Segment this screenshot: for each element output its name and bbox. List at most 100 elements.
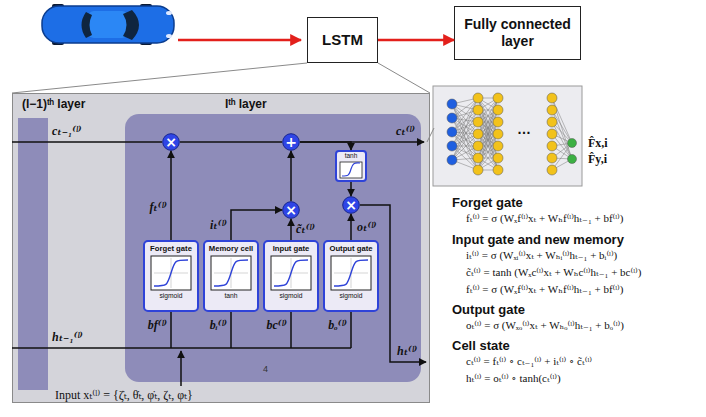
operator-circle: × [282, 201, 300, 219]
text-slot: fₜ⁽ˡ⁾ = σ (Wₓf⁽ˡ⁾xₜ + Wₕf⁽ˡ⁾hₜ₋₁ + bf⁽ˡ⁾… [466, 212, 623, 225]
network-panel [433, 86, 582, 186]
node-subtext: tanh [205, 292, 257, 300]
text-slot: cₜ₋₁⁽ˡ⁾ [52, 124, 81, 138]
activation-box: tanh [335, 150, 367, 182]
text-slot: sigmoid [145, 292, 197, 300]
text-slot: bᵢ⁽ˡ⁾ [210, 318, 227, 332]
text-slot: F̂y,i [588, 152, 607, 166]
text-slot: Input xₜ⁽ˡ⁾ = {ζ̇ₜ, θ̇ₜ, φ̇ₜ, ζₜ, φₜ} [55, 388, 193, 402]
text-slot: Cell state [452, 338, 510, 354]
equation-text: oₜ⁽ˡ⁾ = σ (Wₓₒ⁽ˡ⁾xₜ + Wₕₒ⁽ˡ⁾hₜ₋₁ + bₒ⁽ˡ⁾… [466, 319, 624, 332]
equation-text: hₜ⁽ˡ⁾ = oₜ⁽ˡ⁾ ∘ tanh(cₜ⁽ˡ⁾) [466, 372, 561, 385]
label-text: fₜ⁽ˡ⁾ [149, 200, 167, 214]
node-text: × [342, 198, 360, 212]
equation-text: Input gate and new memory [452, 232, 624, 248]
node-text: × [282, 203, 300, 217]
label-text: cₜ₋₁⁽ˡ⁾ [52, 124, 81, 138]
connector-arrow [350, 214, 352, 240]
text-slot: bₒ⁽ˡ⁾ [328, 318, 347, 332]
label-text: bc⁽ˡ⁾ [266, 318, 287, 332]
label-text: iₜ⁽ˡ⁾ [210, 218, 227, 232]
label-text: c̃ₜ⁽ˡ⁾ [296, 222, 315, 236]
text-slot: × [342, 198, 360, 212]
node-text: Fully connected layer [461, 16, 574, 50]
text-slot: Output gate [452, 302, 525, 318]
label-text: hₜ⁽ˡ⁾ [397, 344, 417, 358]
gate-box: Memory cell tanh [203, 240, 259, 312]
label-text: cₜ⁽ˡ⁾ [396, 124, 415, 138]
text-slot: × [282, 203, 300, 217]
network-lines [452, 98, 572, 170]
node-subtext: sigmoid [145, 292, 197, 300]
layer-band: (l−1)ᵗʰ layer [18, 118, 48, 390]
label-text: bᵢ⁽ˡ⁾ [210, 318, 227, 332]
node-subtext: sigmoid [325, 292, 377, 300]
label-text: F̂y,i [588, 152, 607, 166]
equation-text: fₜ⁽ˡ⁾ = σ (Wₓf⁽ˡ⁾xₜ + Wₕf⁽ˡ⁾hₜ₋₁ + bf⁽ˡ⁾… [466, 283, 623, 296]
text-slot: 4 [263, 364, 268, 375]
text-slot: F̂x,i [588, 136, 608, 150]
network-nodes [447, 93, 577, 175]
zoom-panel: 4 (l−1)ᵗʰ layer lᵗʰ layerForget gate sigmoi… [12, 93, 430, 403]
text-slot: iₜ⁽ˡ⁾ [210, 218, 227, 232]
text-slot: LSTM [308, 31, 377, 49]
input-arrow [178, 39, 301, 42]
label-text: hₜ₋₁⁽ˡ⁾ [52, 330, 83, 344]
node-text: Memory cell [205, 244, 257, 253]
node-text: LSTM [308, 31, 377, 49]
equation-text: Forget gate [452, 195, 523, 211]
text-slot: sigmoid [265, 292, 317, 300]
text-slot: cₜ⁽ˡ⁾ [396, 124, 415, 138]
text-slot: lᵗʰ layer [225, 97, 267, 111]
label-text: Input xₜ⁽ˡ⁾ = {ζ̇ₜ, θ̇ₜ, φ̇ₜ, ζₜ, φₜ} [55, 388, 193, 402]
label-text: F̂x,i [588, 136, 608, 150]
label-text: oₜ⁽ˡ⁾ [357, 220, 377, 234]
process-box: LSTM [307, 17, 378, 63]
car-illustration [42, 4, 174, 45]
cell-wires [12, 142, 426, 386]
text-slot: Forget gate [452, 195, 523, 211]
node-text: Forget gate [145, 244, 197, 253]
text-slot: fₜ⁽ˡ⁾ = σ (Wₓf⁽ˡ⁾xₜ + Wₕf⁽ˡ⁾hₜ₋₁ + bf⁽ˡ⁾… [466, 283, 623, 296]
text-slot: sigmoid [325, 292, 377, 300]
text-slot: … [517, 121, 531, 138]
connector-arrow [231, 210, 282, 240]
layer-region: lᵗʰ layerForget gatesigmoidMemory cellta… [125, 114, 421, 382]
zoom-line [12, 63, 430, 93]
connector-arrow [350, 182, 352, 196]
text-slot: oₜ⁽ˡ⁾ = σ (Wₓₒ⁽ˡ⁾xₜ + Wₕₒ⁽ˡ⁾hₜ₋₁ + bₒ⁽ˡ⁾… [466, 319, 624, 332]
equation-text: c̃ₜ⁽ˡ⁾ = tanh (Wₓc⁽ˡ⁾xₜ + Wₕc⁽ˡ⁾hₜ₋₁ + b… [466, 266, 641, 279]
node-text: × [162, 135, 180, 149]
node-text: lᵗʰ layer [225, 97, 267, 111]
label-text: bf⁽ˡ⁾ [148, 318, 167, 332]
process-box: Fully connected layer [454, 6, 581, 60]
connector-arrow [290, 151, 292, 201]
text-slot: c̃ₜ⁽ˡ⁾ [296, 222, 315, 236]
equation-text: Output gate [452, 302, 525, 318]
text-slot: hₜ⁽ˡ⁾ = oₜ⁽ˡ⁾ ∘ tanh(cₜ⁽ˡ⁾) [466, 372, 561, 385]
text-slot: Forget gate [145, 244, 197, 253]
operator-circle: + [282, 133, 300, 151]
operator-circle: × [342, 196, 360, 214]
label-text: … [517, 121, 531, 138]
text-slot: Memory cell [205, 244, 257, 253]
text-slot: c̃ₜ⁽ˡ⁾ = tanh (Wₓc⁽ˡ⁾xₜ + Wₕc⁽ˡ⁾hₜ₋₁ + b… [466, 266, 641, 279]
node-text: Input gate [265, 244, 317, 253]
text-slot: bc⁽ˡ⁾ [266, 318, 287, 332]
text-slot: tanh [337, 152, 365, 160]
text-slot: Fully connected layer [461, 16, 574, 50]
connector-arrow [300, 142, 351, 150]
text-slot: Input gate [265, 244, 317, 253]
gate-box: Output gate sigmoid [323, 240, 379, 312]
equation-text: iₜ⁽ˡ⁾ = σ (Wₓᵢ⁽ˡ⁾xₜ + Wₕᵢ⁽ˡ⁾hₜ₋₁ + bᵢ⁽ˡ⁾… [466, 249, 617, 262]
node-subtext: sigmoid [265, 292, 317, 300]
equation-text: cₜ⁽ˡ⁾ = fₜ⁽ˡ⁾ ∘ cₜ₋₁⁽ˡ⁾ + iₜ⁽ˡ⁾ ∘ c̃ₜ⁽ˡ⁾ [466, 355, 592, 368]
text-slot: fₜ⁽ˡ⁾ [149, 200, 167, 214]
connector-arrow [290, 219, 292, 240]
label-text: bₒ⁽ˡ⁾ [328, 318, 347, 332]
leader-line [427, 128, 434, 142]
text-slot: Output gate [325, 244, 377, 253]
node-text: (l−1)ᵗʰ layer [22, 97, 85, 111]
text-slot: oₜ⁽ˡ⁾ [357, 220, 377, 234]
